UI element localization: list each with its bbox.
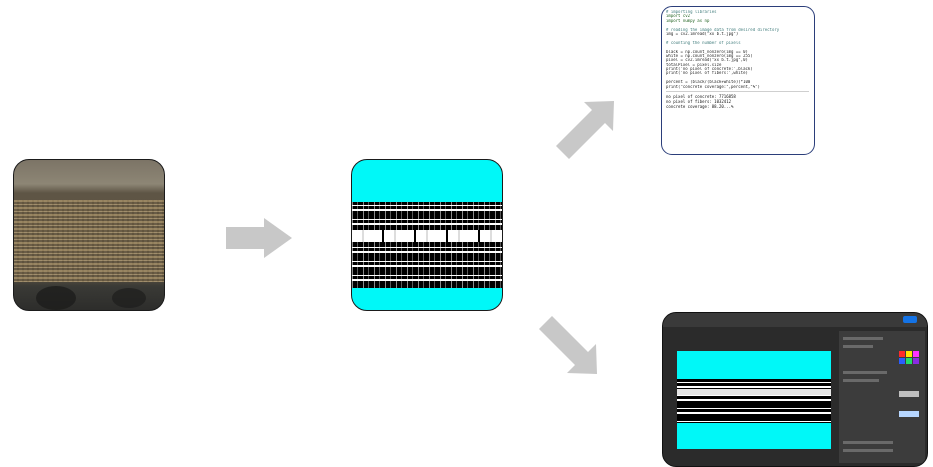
output-divider	[666, 91, 809, 93]
code-line: # importing libraries	[666, 10, 717, 14]
thresholded-image	[351, 159, 503, 311]
editor-side-panel	[839, 331, 925, 463]
python-code-panel: # importing libraries import cv2 import …	[661, 6, 815, 155]
code-line: percent = (black/(black+white))*100	[666, 80, 751, 85]
code-line: import numpy as np	[666, 18, 710, 23]
white-streak	[677, 389, 831, 395]
panel-row	[843, 345, 873, 348]
background-shadow	[112, 288, 146, 308]
color-swatch	[899, 351, 905, 357]
code-line: # counting the number of pixels	[666, 40, 741, 45]
color-swatch	[899, 358, 905, 364]
code-output-line: concrete coverage: 88.20...%	[666, 104, 734, 110]
code-line: print('no pixel of concrete:',black)	[666, 67, 753, 72]
panel-row	[843, 441, 893, 444]
sample-texture	[14, 200, 164, 282]
color-swatch	[899, 391, 919, 397]
arrow-up-right-icon	[556, 101, 614, 159]
color-swatch	[899, 411, 919, 417]
panel-row	[843, 337, 883, 340]
code-output-line: no pixel of concrete: 7716858	[666, 94, 736, 100]
code-line: print('no pixel of fibers:',white)	[666, 71, 748, 76]
code-line: totalPixel = pixel.size	[666, 62, 722, 67]
arrow-down-right-icon	[539, 316, 597, 374]
code-line: import cv2	[666, 14, 691, 19]
code-line: pixel = cv2.imread("xx b.t.jpg",0)	[666, 58, 748, 63]
fiber-speckle	[352, 202, 502, 288]
code-line: img = cv2.imread("xx b.t.jpg")	[666, 31, 739, 36]
fiber-region	[677, 379, 831, 423]
background-shadow	[36, 286, 76, 310]
color-swatch	[906, 351, 912, 357]
white-streak	[352, 230, 502, 242]
photoshop-screenshot	[662, 312, 928, 467]
panel-row	[843, 379, 879, 382]
panel-row	[843, 449, 893, 452]
code-line: print("concrete coverage:",percent,"%")	[666, 84, 760, 89]
color-swatch	[906, 358, 912, 364]
panel-row	[843, 371, 887, 374]
code-line: black = np.count_nonzero(img == 0)	[666, 49, 748, 54]
concrete-sample-photo	[13, 159, 165, 311]
editor-canvas	[677, 351, 831, 449]
share-button	[903, 316, 917, 323]
editor-menu-bar	[663, 313, 927, 327]
code-line: white = np.count_nonzero(img == 255)	[666, 53, 753, 58]
color-swatch	[913, 358, 919, 364]
code-output-line: no pixel of fibers: 1032412	[666, 99, 732, 105]
arrow-right-icon	[226, 218, 292, 258]
code-line: # reading the image data from desired di…	[666, 27, 780, 32]
color-swatch	[913, 351, 919, 357]
